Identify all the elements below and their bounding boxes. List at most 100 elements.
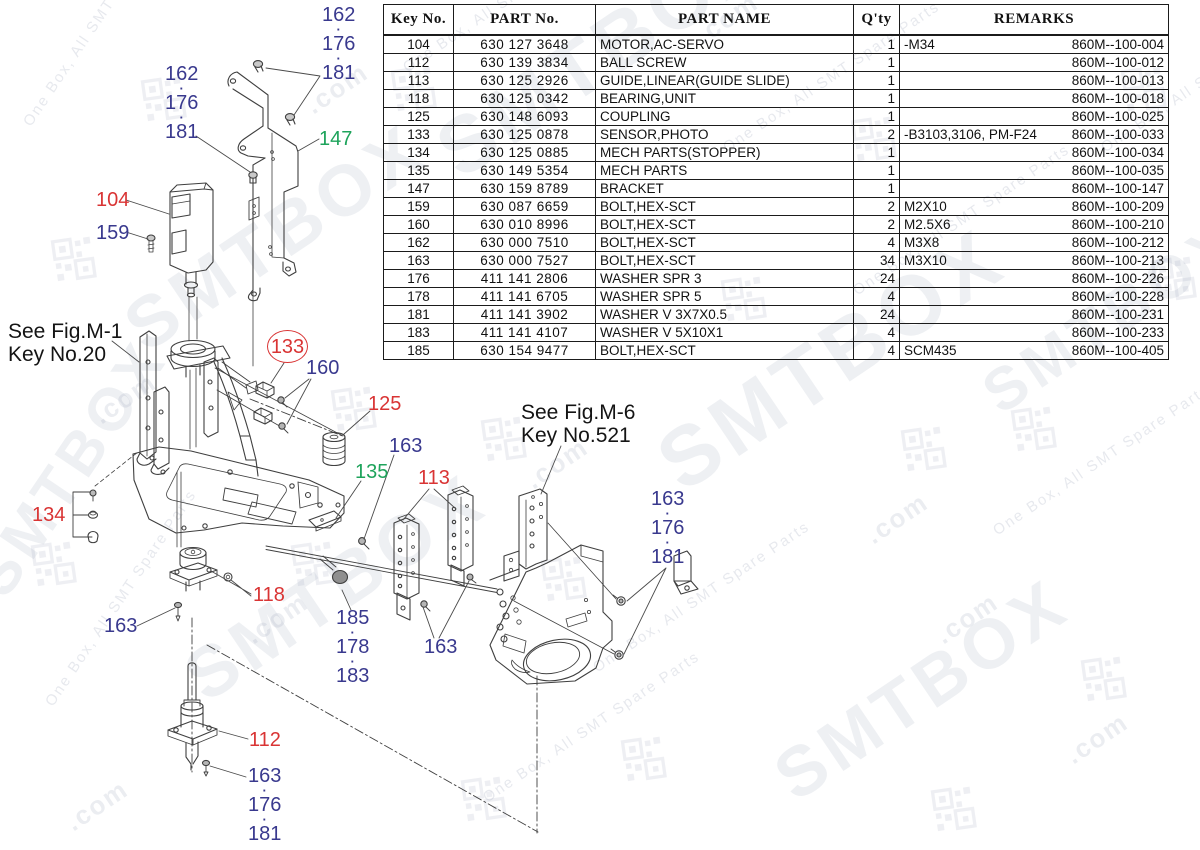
cell-key-no: 133 (383, 125, 454, 144)
remark-code: 860M--100-210 (1071, 217, 1164, 232)
part-sensors-133 (253, 381, 275, 425)
cell-qty: 24 (853, 305, 900, 324)
cell-part-no: 630 000 7527 (453, 251, 596, 270)
leader-lines (111, 67, 667, 778)
part-bracket-147 (227, 71, 299, 302)
cell-part-no: 630 125 0878 (453, 125, 596, 144)
remark-code: 860M--100-004 (1071, 37, 1164, 52)
part-frame-m6 (489, 488, 699, 685)
cell-qty: 2 (853, 215, 900, 234)
parts-table-header-row: Key No. PART No. PART NAME Q'ty REMARKS (383, 4, 1169, 36)
cell-qty: 1 (853, 143, 900, 162)
part-screws-162-176-181-top (248, 60, 296, 367)
part-linear-rail (265, 545, 498, 593)
col-header-remarks: REMARKS (899, 4, 1169, 36)
cell-qty: 24 (853, 269, 900, 288)
cell-part-name: SENSOR,PHOTO (595, 125, 854, 144)
remark-code: 860M--100-213 (1071, 253, 1164, 268)
cell-qty: 4 (853, 233, 900, 252)
cell-part-name: BOLT,HEX-SCT (595, 197, 854, 216)
remark-code: 860M--100-013 (1071, 73, 1164, 88)
part-bearing-118 (169, 546, 233, 592)
col-header-part-name: PART NAME (595, 4, 854, 36)
cell-remarks: 860M--100-231 (899, 305, 1169, 324)
cell-qty: 4 (853, 287, 900, 306)
cell-remarks: 860M--100-034 (899, 143, 1169, 162)
cell-qty: 1 (853, 161, 900, 180)
cell-part-name: WASHER V 3X7X0.5 (595, 305, 854, 324)
remark-text: -M34 (904, 37, 935, 52)
cell-qty: 4 (853, 341, 900, 360)
cell-part-name: COUPLING (595, 107, 854, 126)
cell-key-no: 134 (383, 143, 454, 162)
cell-part-no: 630 125 0885 (453, 143, 596, 162)
cell-part-name: BRACKET (595, 179, 854, 198)
cell-part-name: BEARING,UNIT (595, 89, 854, 108)
cell-remarks: 860M--100-226 (899, 269, 1169, 288)
cell-key-no: 118 (383, 89, 454, 108)
cell-qty: 1 (853, 89, 900, 108)
cell-part-name: WASHER V 5X10X1 (595, 323, 854, 342)
cell-part-no: 630 139 3834 (453, 53, 596, 72)
remark-code: 860M--100-035 (1071, 163, 1164, 178)
cell-part-name: GUIDE,LINEAR(GUIDE SLIDE) (595, 71, 854, 90)
cell-remarks: 860M--100-013 (899, 71, 1169, 90)
cell-remarks: 860M--100-018 (899, 89, 1169, 108)
cell-remarks: 860M--100-147 (899, 179, 1169, 198)
parts-table: Key No. PART No. PART NAME Q'ty REMARKS … (383, 4, 1169, 360)
cell-key-no: 181 (383, 305, 454, 324)
remark-text: M3X8 (904, 235, 940, 250)
part-screws-160 (277, 396, 289, 434)
cell-key-no: 163 (383, 251, 454, 270)
remark-code: 860M--100-147 (1071, 181, 1164, 196)
cell-key-no: 112 (383, 53, 454, 72)
cell-part-no: 630 159 8789 (453, 179, 596, 198)
cell-key-no: 160 (383, 215, 454, 234)
remark-code: 860M--100-228 (1071, 289, 1164, 304)
cell-part-name: MECH PARTS (595, 161, 854, 180)
cell-qty: 1 (853, 71, 900, 90)
part-motor-104 (169, 182, 214, 298)
cell-qty: 1 (853, 179, 900, 198)
cell-key-no: 178 (383, 287, 454, 306)
part-bar-135 (308, 510, 342, 532)
col-header-part-no: PART No. (453, 4, 596, 36)
cell-key-no: 147 (383, 179, 454, 198)
cell-part-no: 411 141 3902 (453, 305, 596, 324)
cell-part-name: WASHER SPR 3 (595, 269, 854, 288)
cell-key-no: 183 (383, 323, 454, 342)
cell-key-no: 113 (383, 71, 454, 90)
cell-remarks: M3X8 860M--100-212 (899, 233, 1169, 252)
cell-part-name: BOLT,HEX-SCT (595, 233, 854, 252)
part-screw-163-b (173, 601, 183, 622)
cell-part-no: 630 148 6093 (453, 107, 596, 126)
cell-part-name: WASHER SPR 5 (595, 287, 854, 306)
part-bolts-163-c (420, 573, 477, 612)
cell-part-name: BOLT,HEX-SCT (595, 341, 854, 360)
cell-part-no: 630 087 6659 (453, 197, 596, 216)
part-ball-screw-112 (167, 662, 218, 771)
cell-key-no: 104 (383, 34, 454, 54)
remark-code: 860M--100-212 (1071, 235, 1164, 250)
cell-key-no: 162 (383, 233, 454, 252)
part-guide-blocks-113 (393, 485, 474, 621)
remark-code: 860M--100-226 (1071, 271, 1164, 286)
part-bolt-185 (319, 555, 349, 585)
cell-part-name: MECH PARTS(STOPPER) (595, 143, 854, 162)
cell-part-no: 411 141 2806 (453, 269, 596, 288)
remark-code: 860M--100-405 (1071, 343, 1164, 358)
col-header-qty: Q'ty (853, 4, 900, 36)
